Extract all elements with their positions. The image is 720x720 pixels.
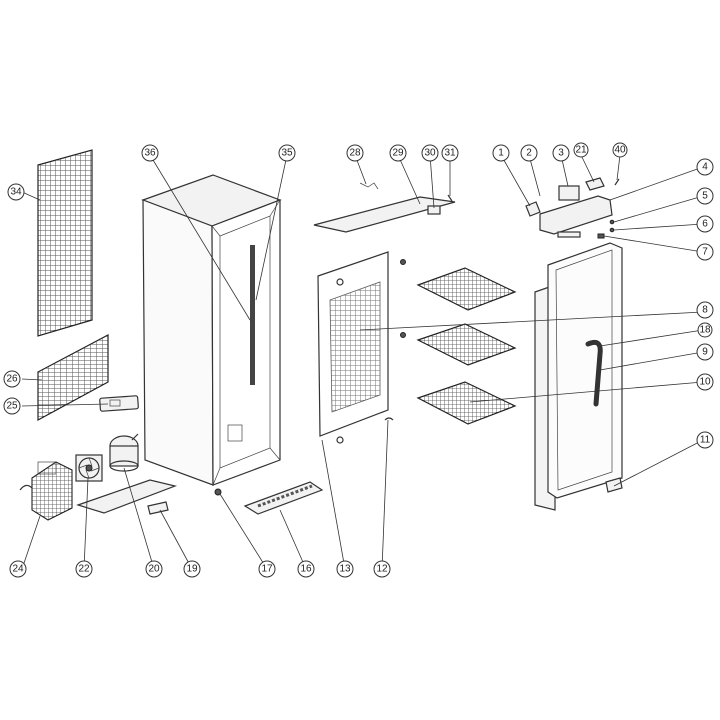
svg-text:1: 1 (498, 148, 504, 159)
callout: 17 (258, 560, 276, 578)
callout: 9 (696, 343, 714, 361)
callout: 1 (492, 144, 510, 162)
svg-text:8: 8 (702, 305, 708, 316)
svg-text:35: 35 (281, 148, 293, 159)
lower-grille (37, 334, 109, 422)
small-bracket (147, 501, 169, 515)
callout: 5 (696, 187, 714, 205)
svg-text:4: 4 (702, 162, 708, 173)
svg-text:7: 7 (702, 247, 708, 258)
callout: 22 (75, 560, 93, 578)
top-cover-assembly (313, 182, 456, 233)
svg-text:34: 34 (10, 187, 22, 198)
svg-text:9: 9 (702, 347, 708, 358)
svg-text:6: 6 (702, 219, 708, 230)
callout: 35 (278, 144, 296, 162)
shelf-clip (384, 417, 394, 421)
kick-plate (243, 481, 324, 515)
svg-text:12: 12 (376, 564, 388, 575)
leader-lines (21, 154, 704, 570)
control-box-assembly (525, 177, 620, 239)
callout: 30 (421, 144, 439, 162)
callout: 20 (145, 560, 163, 578)
callout: 2 (520, 144, 538, 162)
evaporator-panel (317, 251, 389, 444)
svg-text:36: 36 (144, 148, 156, 159)
svg-text:25: 25 (6, 401, 18, 412)
svg-text:18: 18 (699, 325, 711, 336)
svg-text:10: 10 (699, 377, 711, 388)
svg-text:2: 2 (526, 148, 532, 159)
condenser-fan (75, 454, 103, 482)
callout: 31 (441, 144, 459, 162)
svg-text:30: 30 (424, 148, 436, 159)
callout: 24 (9, 560, 27, 578)
callout: 12 (373, 560, 391, 578)
callout: 26 (3, 370, 21, 388)
callout-labels: 34 26 25 24 22 20 19 17 16 36 35 28 29 3… (3, 142, 714, 578)
callout: 16 (297, 560, 315, 578)
svg-text:16: 16 (300, 564, 312, 575)
callout: 3 (552, 144, 570, 162)
callout: 10 (696, 373, 714, 391)
svg-text:28: 28 (349, 148, 361, 159)
callout: 13 (336, 560, 354, 578)
callout: 7 (696, 243, 714, 261)
condensing-unit (19, 461, 73, 521)
svg-text:11: 11 (700, 435, 711, 446)
callout: 21 (573, 142, 589, 158)
svg-text:19: 19 (186, 564, 198, 575)
svg-text:5: 5 (702, 191, 708, 202)
callout: 11 (696, 431, 714, 449)
foot-screw (214, 488, 222, 496)
condenser-grille (37, 149, 93, 337)
svg-text:29: 29 (392, 148, 404, 159)
callout: 6 (696, 215, 714, 233)
svg-text:40: 40 (614, 145, 626, 156)
callout: 8 (696, 301, 714, 319)
wire-shelves (400, 259, 517, 425)
svg-text:3: 3 (558, 148, 564, 159)
svg-text:22: 22 (78, 564, 90, 575)
callout: 34 (7, 183, 25, 201)
svg-text:24: 24 (12, 564, 24, 575)
compressor (109, 433, 139, 472)
callout: 40 (612, 142, 628, 158)
svg-text:21: 21 (575, 145, 587, 156)
svg-text:13: 13 (339, 564, 351, 575)
door-assembly (534, 242, 623, 511)
callout: 29 (389, 144, 407, 162)
svg-text:20: 20 (148, 564, 160, 575)
base-plate (76, 479, 178, 514)
svg-text:26: 26 (6, 374, 18, 385)
svg-text:31: 31 (444, 148, 456, 159)
callout: 18 (697, 322, 713, 338)
cabinet-body (141, 174, 282, 486)
callout: 25 (3, 397, 21, 415)
callout: 28 (346, 144, 364, 162)
callout: 4 (696, 158, 714, 176)
control-module (99, 395, 139, 412)
callout: 36 (141, 144, 159, 162)
svg-text:17: 17 (261, 564, 273, 575)
callout: 19 (183, 560, 201, 578)
